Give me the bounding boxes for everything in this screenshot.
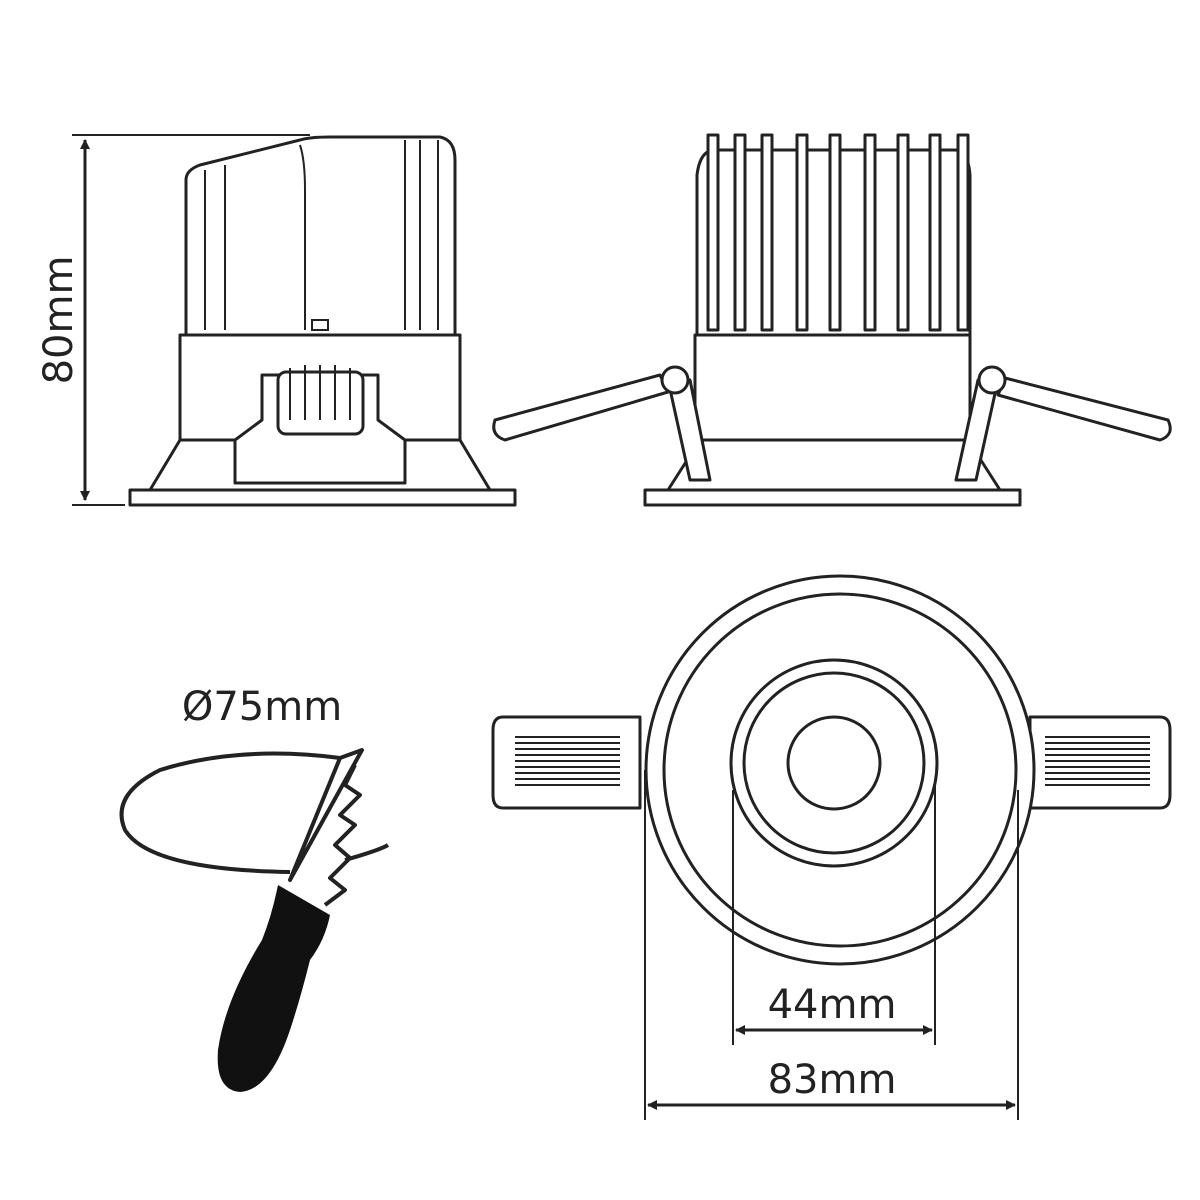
heatsink-fin <box>706 133 720 332</box>
inner-diameter-label: 44mm <box>768 982 897 1028</box>
height-label: 80mm <box>36 256 82 385</box>
hole-saw-icon: Ø75mm <box>119 684 390 1092</box>
heatsink-fin <box>828 133 842 332</box>
heatsink-fin <box>760 133 774 332</box>
heatsink-fin <box>928 133 942 332</box>
cutout-label: Ø75mm <box>182 684 342 730</box>
heatsink-fin <box>863 133 877 332</box>
heatsink-fin <box>896 133 910 332</box>
side-view: 80mm <box>36 134 517 507</box>
front-view <box>492 133 1172 507</box>
heatsink-fin <box>956 133 970 332</box>
top-view: 44mm 83mm <box>491 574 1172 1120</box>
heatsink-fin <box>733 133 747 332</box>
heatsink-fin <box>795 133 809 332</box>
outer-diameter-label: 83mm <box>768 1057 897 1103</box>
